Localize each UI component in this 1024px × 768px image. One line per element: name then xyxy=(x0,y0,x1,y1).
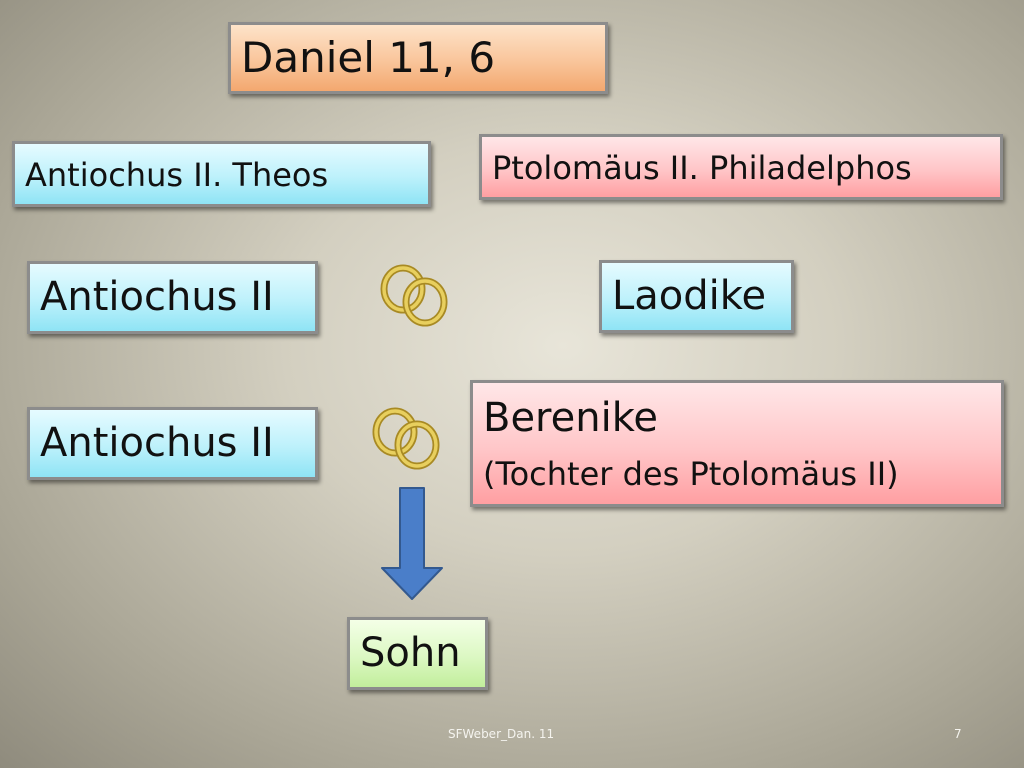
antiochus-theos-label: Antiochus II. Theos xyxy=(25,156,329,194)
berenike-note: (Tochter des Ptolomäus II) xyxy=(483,455,899,493)
antiochus-label-2: Antiochus II xyxy=(40,420,274,466)
wedding-rings-icon xyxy=(372,407,440,470)
berenike-name: Berenike xyxy=(483,395,659,441)
footer-text: SFWeber_Dan. 11 xyxy=(448,727,555,741)
berenike-box: Berenike (Tochter des Ptolomäus II) xyxy=(470,380,1004,507)
arrow-down-icon xyxy=(381,487,443,600)
laodike-box: Laodike xyxy=(599,260,794,333)
antiochus-box-1: Antiochus II xyxy=(27,261,318,334)
antiochus-theos-box: Antiochus II. Theos xyxy=(12,141,431,207)
laodike-label: Laodike xyxy=(612,273,767,319)
ptolomaeus-box: Ptolomäus II. Philadelphos xyxy=(479,134,1003,200)
antiochus-box-2: Antiochus II xyxy=(27,407,318,480)
page-title: Daniel 11, 6 xyxy=(241,33,496,82)
sohn-label: Sohn xyxy=(360,630,461,676)
slide-number: 7 xyxy=(954,727,962,741)
sohn-box: Sohn xyxy=(347,617,488,690)
title-box: Daniel 11, 6 xyxy=(228,22,608,94)
antiochus-label-1: Antiochus II xyxy=(40,274,274,320)
ptolomaeus-label: Ptolomäus II. Philadelphos xyxy=(492,149,912,187)
wedding-rings-icon xyxy=(380,264,448,327)
